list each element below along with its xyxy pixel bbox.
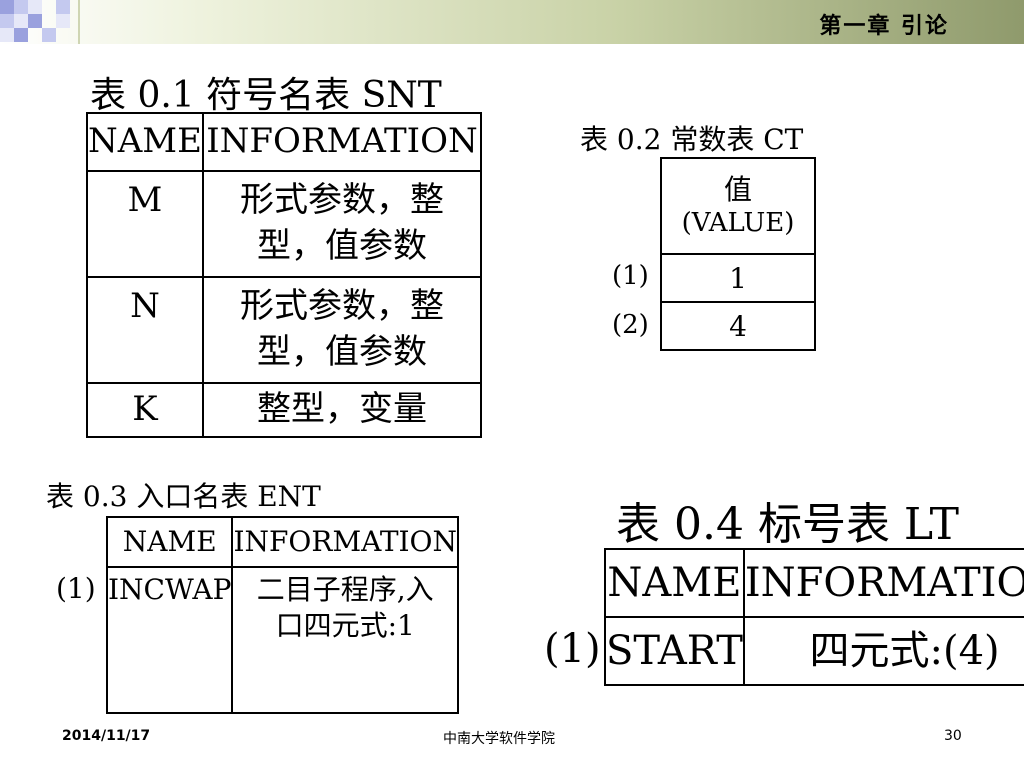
- footer-organization: 中南大学软件学院: [443, 731, 555, 747]
- snt-table: NAME INFORMATION M 形式参数，整型，值参数 N 形式参数，整型…: [86, 112, 483, 438]
- ct-row-label: (1): [612, 261, 649, 291]
- table-row: K 整型，变量: [86, 381, 483, 438]
- chapter-title: 第一章 引论: [819, 13, 949, 39]
- lt-header-name: NAME: [604, 548, 745, 618]
- lt-info-cell: 四元式:(4): [742, 616, 1024, 686]
- snt-info-cell: 形式参数，整型，值参数: [201, 170, 483, 278]
- ent-header-name: NAME: [105, 516, 234, 568]
- header-band: [0, 0, 1024, 44]
- snt-header-info: INFORMATION: [201, 112, 483, 172]
- ct-value-cell: 4: [660, 301, 816, 351]
- ct-caption: 表 0.2 常数表 CT: [580, 123, 804, 156]
- lt-table: NAME INFORMATION START 四元式:(4): [604, 548, 1024, 686]
- footer-date: 2014/11/17: [62, 728, 151, 744]
- snt-caption: 表 0.1 符号名表 SNT: [90, 75, 442, 116]
- lt-row-label: (1): [544, 626, 601, 672]
- ent-header-info: INFORMATION: [231, 516, 460, 568]
- header-divider: [78, 0, 80, 44]
- table-row: 1: [660, 253, 816, 303]
- snt-info-cell: 形式参数，整型，值参数: [201, 275, 483, 384]
- table-row: START 四元式:(4): [604, 616, 1024, 686]
- ct-header-line2: (VALUE): [681, 208, 795, 239]
- ct-value-cell: 1: [660, 253, 816, 303]
- ct-header-value: 值 (VALUE): [660, 157, 816, 255]
- table-row: N 形式参数，整型，值参数: [86, 275, 483, 384]
- snt-name-cell: K: [86, 381, 204, 438]
- ct-header-line1: 值: [723, 173, 752, 207]
- snt-info-cell: 整型，变量: [201, 381, 483, 438]
- snt-header-name: NAME: [86, 112, 204, 172]
- ct-table: 值 (VALUE) 1 4: [660, 157, 816, 351]
- ent-table: NAME INFORMATION INCWAP 二目子程序,入口四元式:1: [105, 516, 460, 714]
- table-row: INCWAP 二目子程序,入口四元式:1: [105, 566, 460, 714]
- lt-name-cell: START: [604, 616, 745, 686]
- page-number: 30: [944, 728, 962, 744]
- ent-caption: 表 0.3 入口名表 ENT: [46, 480, 321, 513]
- ent-info-cell: 二目子程序,入口四元式:1: [231, 566, 460, 714]
- ent-row-label: (1): [56, 572, 96, 605]
- lt-caption: 表 0.4 标号表 LT: [616, 499, 959, 550]
- header-checker-decoration: [0, 0, 80, 44]
- lt-header-info: INFORMATION: [742, 548, 1024, 618]
- table-row: M 形式参数，整型，值参数: [86, 170, 483, 278]
- snt-name-cell: N: [86, 275, 204, 384]
- snt-name-cell: M: [86, 170, 204, 278]
- ent-name-cell: INCWAP: [105, 566, 234, 714]
- ct-row-label: (2): [612, 310, 649, 340]
- table-row: 4: [660, 301, 816, 351]
